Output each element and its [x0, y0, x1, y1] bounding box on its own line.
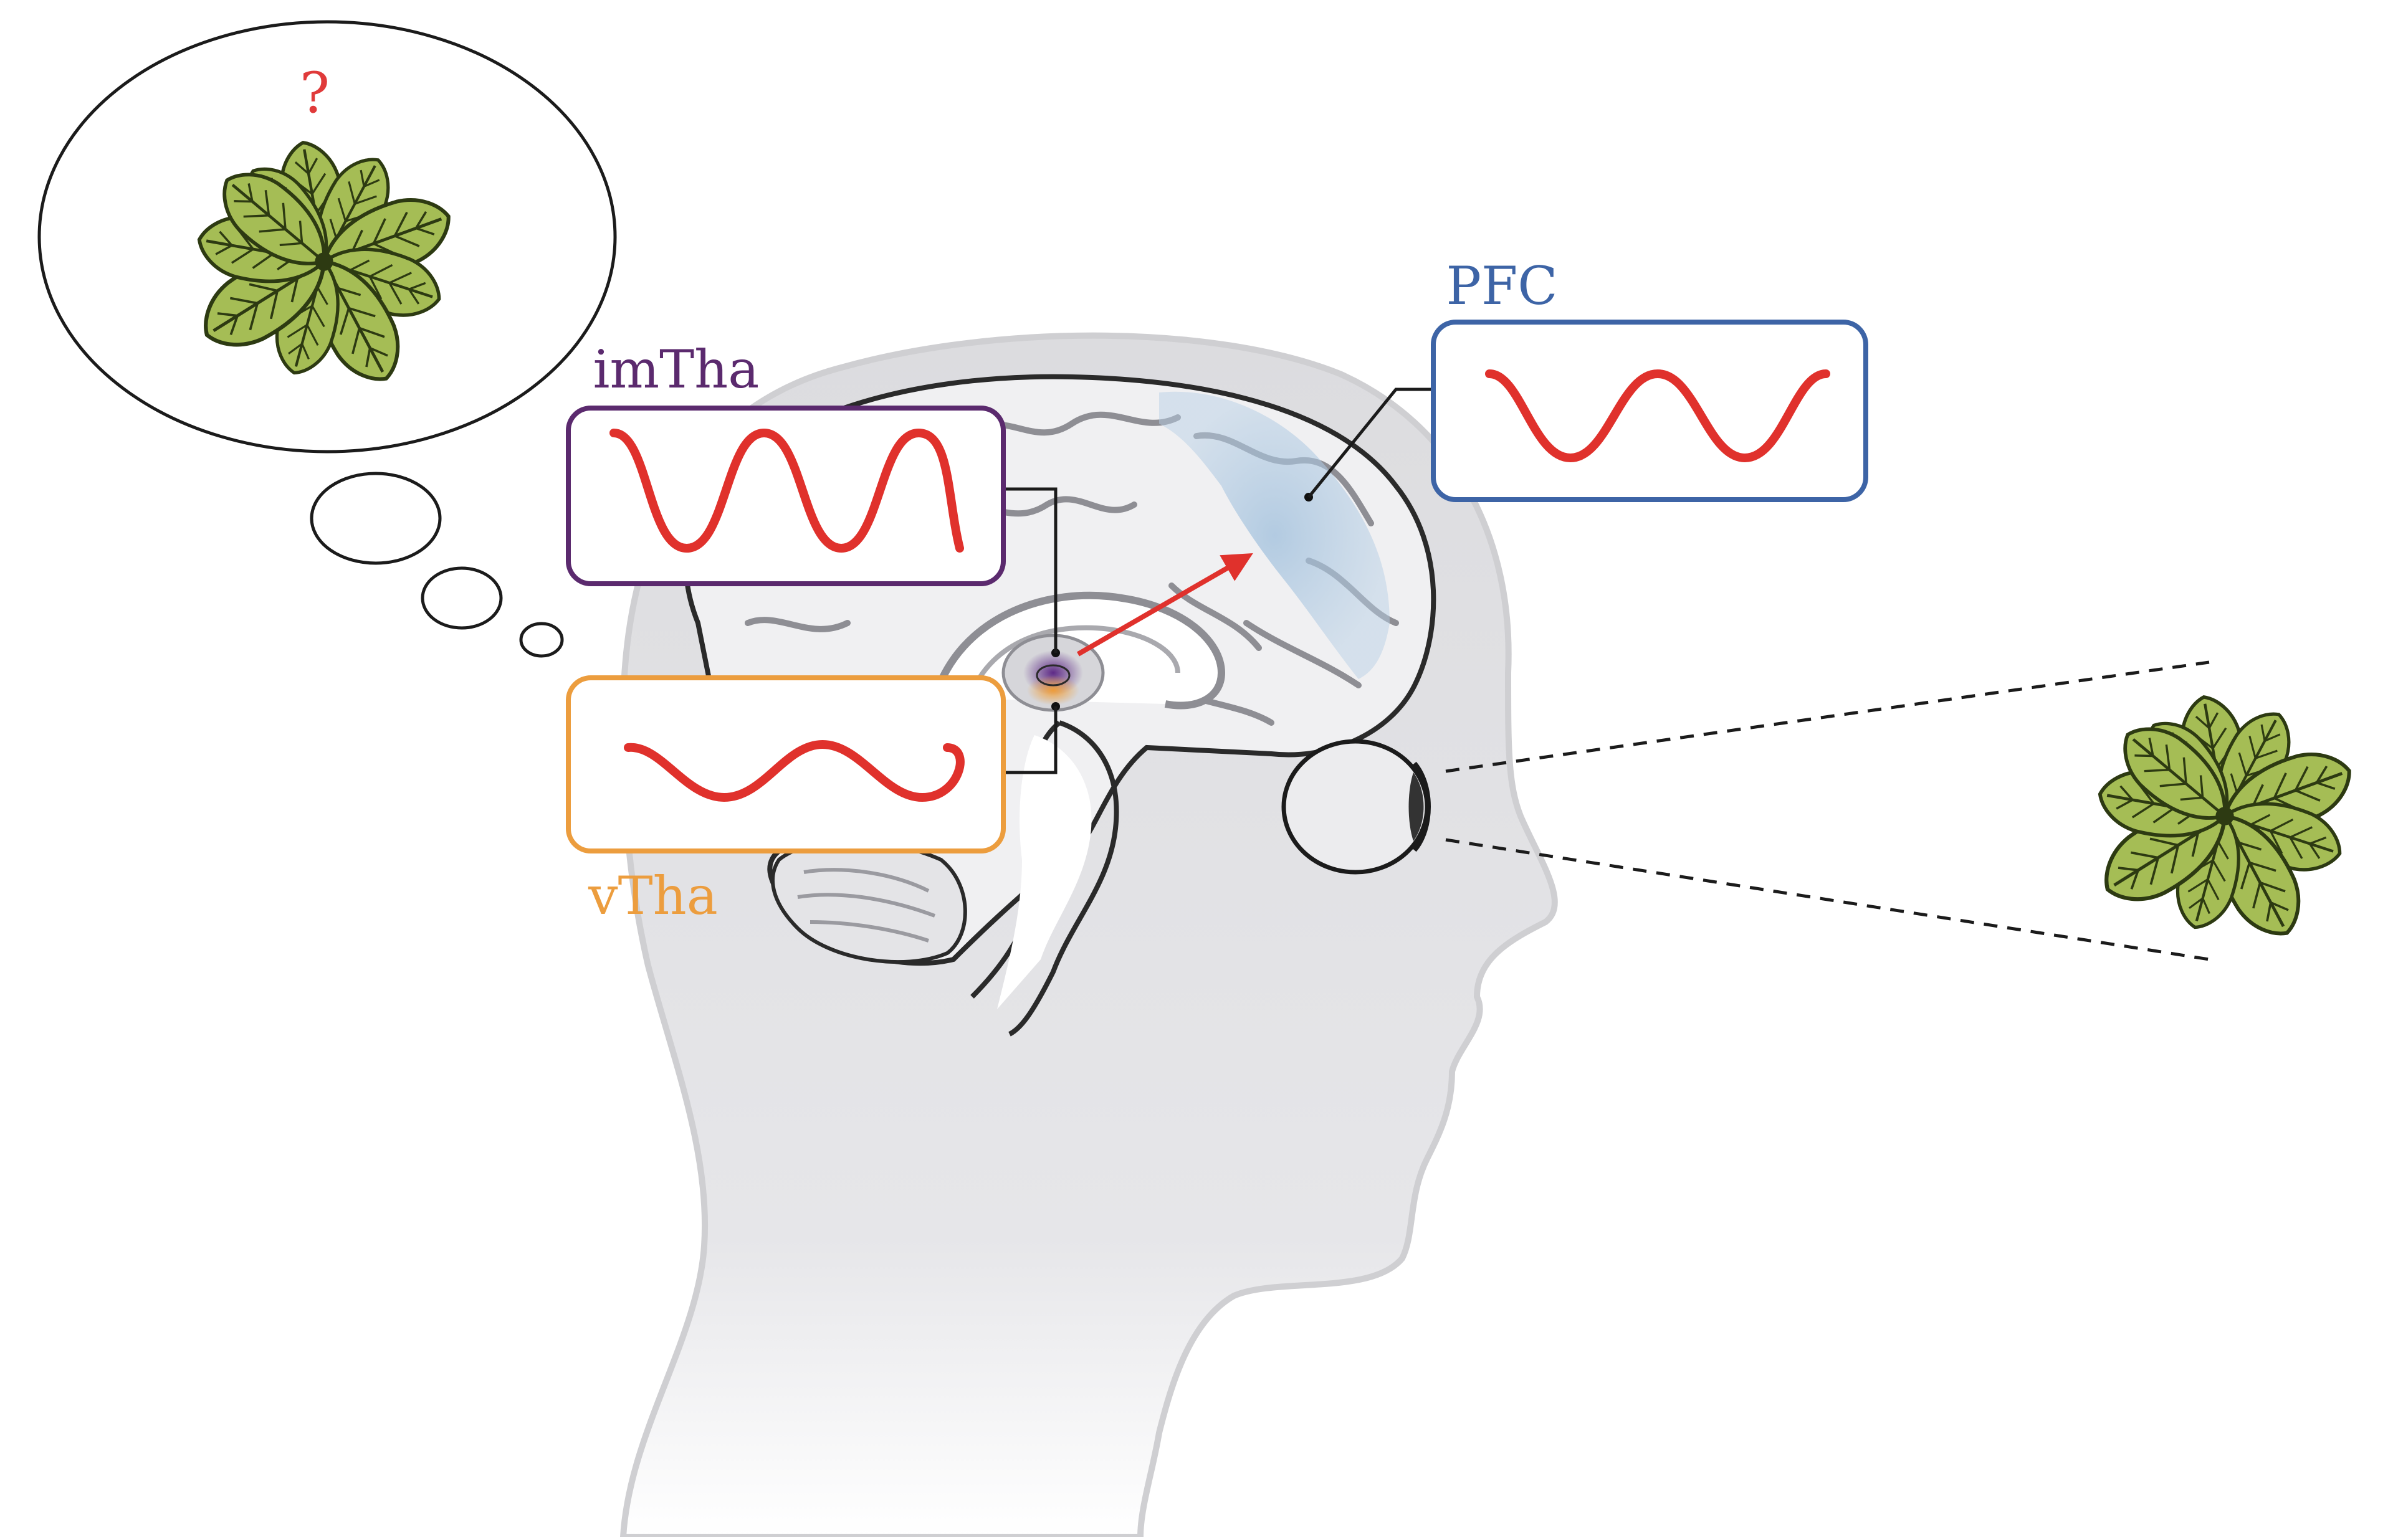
- thalamo-cortical-arrow: [1077, 553, 1253, 657]
- pfc-label: PFC: [1446, 255, 1557, 316]
- pfc-region: [1159, 391, 1390, 679]
- vtha-label: vTha: [588, 865, 718, 926]
- eye-icon: [1281, 739, 1431, 875]
- vtha-nucleus: [1027, 675, 1079, 705]
- thalamus-outline: [1036, 664, 1071, 687]
- question-mark: ?: [300, 60, 330, 126]
- vtha-wave: [624, 739, 965, 802]
- imtha-panel: [566, 406, 1006, 586]
- imtha-label: imTha: [593, 339, 760, 400]
- plant-rosette-icon: [2090, 692, 2360, 948]
- view-cone: [1445, 660, 2210, 961]
- imtha-wave: [609, 428, 964, 553]
- pfc-panel: [1431, 320, 1868, 502]
- pfc-wave: [1485, 369, 1830, 463]
- connector-lines: [1003, 387, 1433, 774]
- vtha-panel: [566, 675, 1006, 853]
